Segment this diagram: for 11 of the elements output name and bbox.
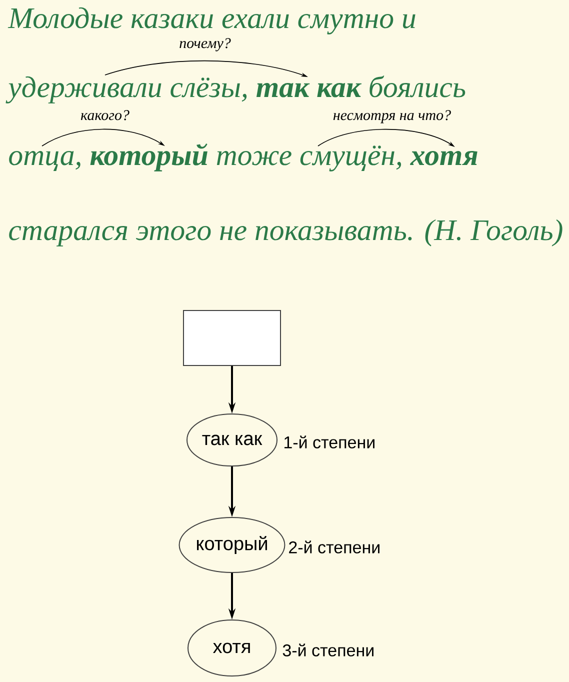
question-label: какого? [80, 110, 130, 120]
degree-label: 2-й степени [289, 540, 380, 554]
degree-label: 1-й степени [284, 436, 374, 448]
question-label: почему? [180, 38, 231, 52]
sentence-line: отца, который тоже смущён, хотя [9, 144, 478, 172]
empty-box [183, 310, 281, 366]
sentence-line: удерживали слёзы, так как боялись [6, 76, 466, 104]
degree-label: 3-й степени [282, 644, 374, 656]
question-label: несмотря на что? [333, 110, 451, 124]
sentence-line: Молодые казаки ехали смутно и [8, 7, 416, 34]
sentence-line: старался этого не показывать. (Н. Гоголь) [9, 219, 562, 246]
